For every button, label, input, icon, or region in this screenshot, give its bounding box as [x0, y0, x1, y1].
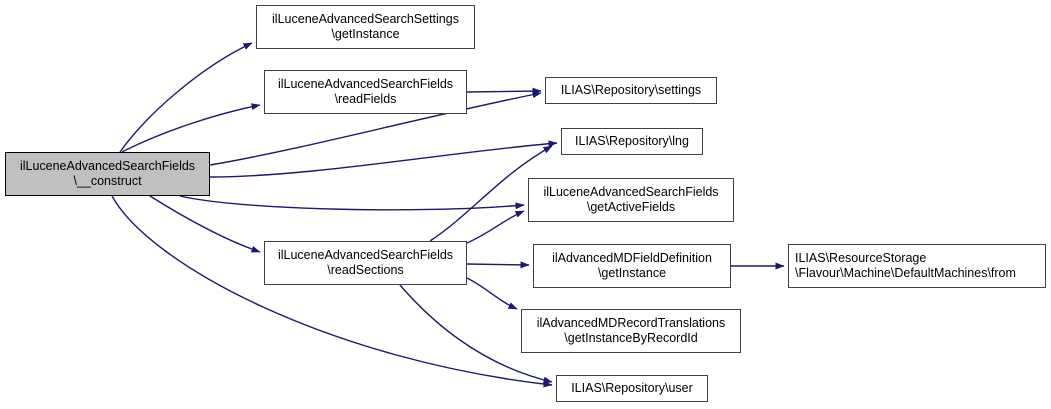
graph-node-label-line: \readFields	[334, 92, 397, 106]
graph-node-mdfielddef[interactable]: ilAdvancedMDFieldDefinition\getInstance	[533, 244, 731, 288]
edge-construct-to-settings_getinstance	[119, 42, 253, 153]
edge-readsections-to-repo_user	[399, 284, 553, 384]
graph-node-defaultmachines[interactable]: ILIAS\ResourceStorage\Flavour\Machine\De…	[788, 244, 1046, 288]
graph-node-readfields[interactable]: ilLuceneAdvancedSearchFields\readFields	[264, 70, 467, 114]
edge-construct-to-repo_settings	[209, 91, 542, 166]
graph-node-settings_getinstance[interactable]: ilLuceneAdvancedSearchSettings\getInstan…	[256, 5, 475, 49]
graph-node-label-line: ilLuceneAdvancedSearchFields	[543, 185, 719, 199]
edge-readsections-to-getactivefields	[466, 210, 525, 244]
graph-node-getactivefields[interactable]: ilLuceneAdvancedSearchFields\getActiveFi…	[528, 178, 734, 222]
graph-node-repo_settings[interactable]: ILIAS\Repository\settings	[545, 77, 717, 104]
graph-node-label-line: \__construct	[73, 174, 142, 188]
edge-readfields-to-repo_settings	[466, 87, 542, 95]
graph-node-label-line: \readSections	[327, 263, 404, 277]
edge-construct-to-readfields	[121, 103, 261, 153]
edge-construct-to-repo_lng	[209, 140, 558, 178]
graph-node-label-line: ilLuceneAdvancedSearchFields	[19, 159, 196, 173]
edge-construct-to-repo_user	[111, 195, 553, 388]
graph-node-construct[interactable]: ilLuceneAdvancedSearchFields\__construct	[5, 152, 210, 196]
graph-node-label-line: \getInstanceByRecordId	[564, 331, 698, 345]
graph-node-label-line: \getInstance	[331, 27, 400, 41]
edge-readsections-to-repo_lng	[429, 145, 553, 242]
graph-node-label-line: ILIAS\Repository\user	[571, 381, 693, 395]
graph-node-label-line: ilLuceneAdvancedSearchFields	[277, 248, 454, 262]
edge-group	[111, 42, 785, 388]
graph-node-label-line: ilLuceneAdvancedSearchSettings	[272, 12, 459, 26]
graph-node-recordtranslations[interactable]: ilAdvancedMDRecordTranslations\getInstan…	[521, 309, 741, 353]
graph-node-label-line: ILIAS\Repository\lng	[575, 134, 689, 148]
edge-construct-to-getactivefields	[179, 195, 525, 211]
graph-node-label-line: \getActiveFields	[586, 200, 676, 214]
graph-node-label-line: ilAdvancedMDFieldDefinition	[552, 251, 712, 265]
graph-node-label-line: ilAdvancedMDRecordTranslations	[536, 316, 726, 330]
edge-readsections-to-recordtranslations	[466, 277, 518, 310]
graph-node-repo_user[interactable]: ILIAS\Repository\user	[556, 375, 708, 402]
graph-node-label-line: ILIAS\ResourceStorage	[795, 251, 927, 265]
edge-readsections-to-mdfielddef	[466, 261, 530, 269]
edge-construct-to-readsections	[149, 195, 261, 253]
graph-node-label-line: \getInstance	[597, 266, 667, 280]
graph-node-readsections[interactable]: ilLuceneAdvancedSearchFields\readSection…	[264, 241, 467, 285]
graph-node-label-line: \Flavour\Machine\DefaultMachines\from	[795, 266, 1016, 280]
graph-node-repo_lng[interactable]: ILIAS\Repository\lng	[561, 128, 703, 155]
graph-node-label-line: ilLuceneAdvancedSearchFields	[277, 77, 454, 91]
graph-node-label-line: ILIAS\Repository\settings	[560, 83, 702, 97]
